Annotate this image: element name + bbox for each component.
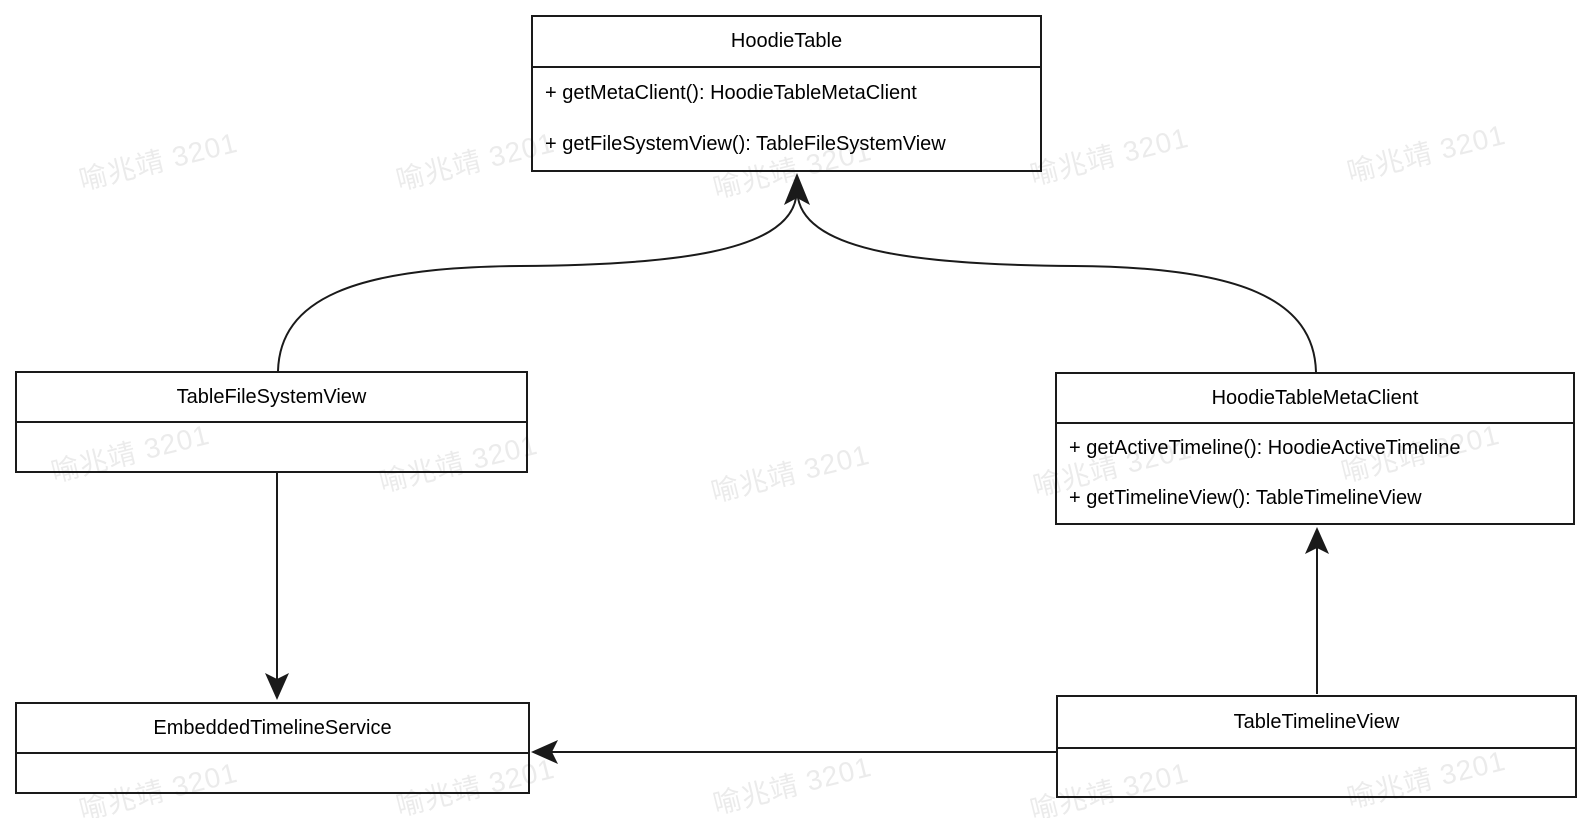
class-box-hoodietablemetaclient: HoodieTableMetaClient + getActiveTimelin… [1055,372,1575,525]
arrow-hoodietablemetaclient-to-hoodietable [784,173,1317,373]
watermark-text: 喻兆靖 3201 [75,126,241,197]
class-body-hoodietable: + getMetaClient(): HoodieTableMetaClient… [533,68,1040,170]
class-method: + getMetaClient(): HoodieTableMetaClient [545,82,917,104]
class-method: + getTimelineView(): TableTimelineView [1069,486,1422,509]
class-name-tabletimelineview: TableTimelineView [1058,697,1575,749]
watermark-text: 喻兆靖 3201 [709,750,875,818]
class-body-tabletimelineview [1058,749,1575,796]
class-name-tablefilesystemview: TableFileSystemView [17,373,526,423]
class-body-hoodietablemetaclient: + getActiveTimeline(): HoodieActiveTimel… [1057,424,1573,523]
class-body-tablefilesystemview [17,423,526,471]
class-box-hoodietable: HoodieTable + getMetaClient(): HoodieTab… [531,15,1042,172]
class-method: + getFileSystemView(): TableFileSystemVi… [545,133,946,155]
class-name-hoodietable: HoodieTable [533,17,1040,68]
class-name-hoodietablemetaclient: HoodieTableMetaClient [1057,374,1573,424]
class-body-embeddedtimelineservice [17,754,528,792]
arrow-tablefilesystemview-to-hoodietable [277,197,797,372]
arrow-tabletimelineview-to-hoodietablemetaclient [1305,527,1329,694]
class-box-tabletimelineview: TableTimelineView [1056,695,1577,798]
arrow-tabletimelineview-to-embeddedtimelineservice [531,740,1056,764]
watermark-text: 喻兆靖 3201 [1026,121,1192,192]
class-box-tablefilesystemview: TableFileSystemView [15,371,528,473]
class-box-embeddedtimelineservice: EmbeddedTimelineService [15,702,530,794]
watermark-text: 喻兆靖 3201 [1343,118,1509,189]
class-name-embeddedtimelineservice: EmbeddedTimelineService [17,704,528,754]
arrow-tablefilesystemview-to-embeddedtimelineservice [265,473,289,700]
watermark-text: 喻兆靖 3201 [707,438,873,509]
class-method: + getActiveTimeline(): HoodieActiveTimel… [1069,437,1461,460]
